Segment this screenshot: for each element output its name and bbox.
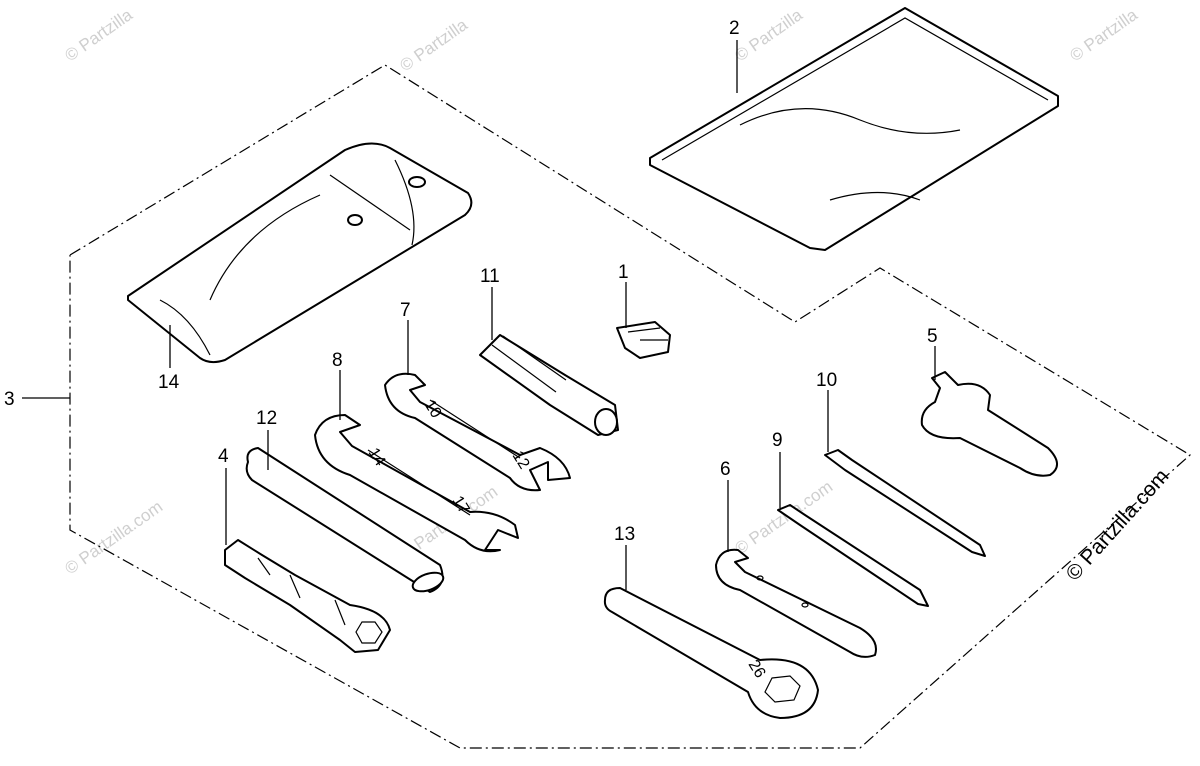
watermark: © Partzilla xyxy=(1066,5,1141,65)
callout-8: 8 xyxy=(332,350,343,371)
wrench-13-stamp: 26 xyxy=(745,657,769,681)
part-6-small-wrench[interactable] xyxy=(715,548,877,658)
callout-3: 3 xyxy=(4,389,15,410)
callout-7: 7 xyxy=(400,300,411,321)
callout-6: 6 xyxy=(720,459,731,480)
part-9-screwdriver-flat[interactable] xyxy=(777,504,929,607)
part-2-manual-pouch[interactable] xyxy=(649,7,1059,251)
watermark: © Partzilla xyxy=(396,15,471,75)
wrench-8-stamp-a: 14 xyxy=(365,445,389,469)
part-13-box-wrench[interactable] xyxy=(603,587,819,719)
callout-1: 1 xyxy=(618,262,629,283)
callout-12: 12 xyxy=(256,408,277,429)
toolkit-group-outline xyxy=(69,64,1192,749)
part-5-pin-spanner[interactable] xyxy=(920,371,1058,477)
part-7-wrench-10x12[interactable] xyxy=(384,372,571,492)
part-14-tool-bag[interactable] xyxy=(127,142,473,364)
watermark: © Partzilla.com xyxy=(731,477,836,558)
corner-watermark: © Partzilla.com xyxy=(1062,465,1174,586)
callout-13: 13 xyxy=(614,524,635,545)
leader-lines xyxy=(22,40,936,590)
callouts: 1 2 3 4 5 6 7 8 9 10 11 12 13 14 xyxy=(4,18,938,545)
watermark: © Partzilla xyxy=(61,5,136,65)
part-10-screwdriver-cross[interactable] xyxy=(824,449,986,557)
wrench-7-stamp-b: 12 xyxy=(509,448,533,472)
part-4-plug-wrench[interactable] xyxy=(224,539,391,653)
callout-10: 10 xyxy=(816,370,837,391)
wrench-7-stamp-a: 10 xyxy=(421,397,445,421)
callout-2: 2 xyxy=(729,18,740,39)
wrench-8-stamp-b: 17 xyxy=(449,493,473,517)
callout-11: 11 xyxy=(480,266,500,287)
watermark: © Partzilla xyxy=(731,5,806,65)
callout-5: 5 xyxy=(927,326,938,347)
part-11-driver-handle[interactable] xyxy=(479,334,619,436)
callout-9: 9 xyxy=(772,430,783,451)
watermark: © Partzilla.com xyxy=(61,497,166,578)
part-1-clip[interactable] xyxy=(616,321,671,359)
part-12-extension-bar[interactable] xyxy=(245,447,446,595)
callout-4: 4 xyxy=(218,446,229,467)
callout-14: 14 xyxy=(158,372,180,393)
